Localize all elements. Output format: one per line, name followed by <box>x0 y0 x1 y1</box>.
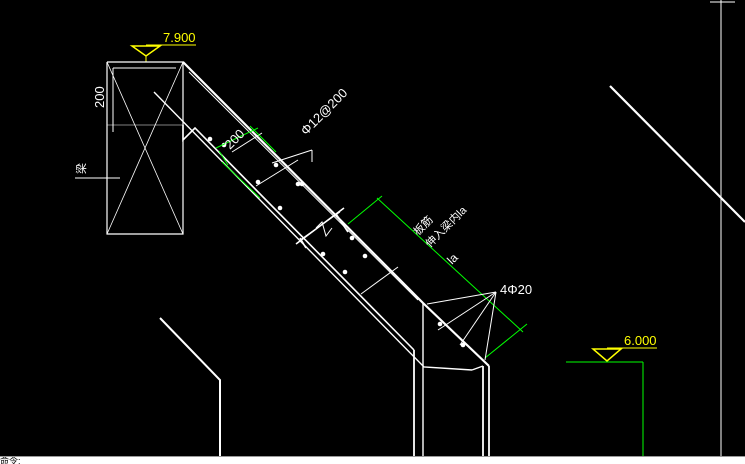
slab-thickness-dimension <box>215 125 277 199</box>
command-prompt: 命令: <box>0 456 21 464</box>
rebar-dots <box>207 136 466 348</box>
upper-flight-edge <box>609 85 745 223</box>
rebar-spacing-label: Φ12@200 <box>298 85 351 138</box>
level-bottom-label: 6.000 <box>624 333 657 348</box>
command-line[interactable]: 命令: <box>0 456 745 464</box>
main-rebar-label: 4Φ20 <box>500 282 532 297</box>
beam-height-label: 200 <box>92 86 107 108</box>
landing-beam <box>106 61 184 235</box>
slab-thickness-label: 200 <box>222 126 248 152</box>
level-top-label: 7.900 <box>163 30 196 45</box>
inclined-slab <box>153 61 490 456</box>
la-label: la <box>444 250 461 267</box>
level-marker-top: 7.900 <box>129 30 196 62</box>
anchorage-dimension <box>347 195 528 359</box>
main-rebar-leaders <box>426 291 497 361</box>
distribution-bars <box>231 132 399 295</box>
lower-stair-edge <box>159 317 221 456</box>
beam-label: 梁 <box>74 163 88 174</box>
level-marker-bottom: 6.000 <box>566 333 657 456</box>
